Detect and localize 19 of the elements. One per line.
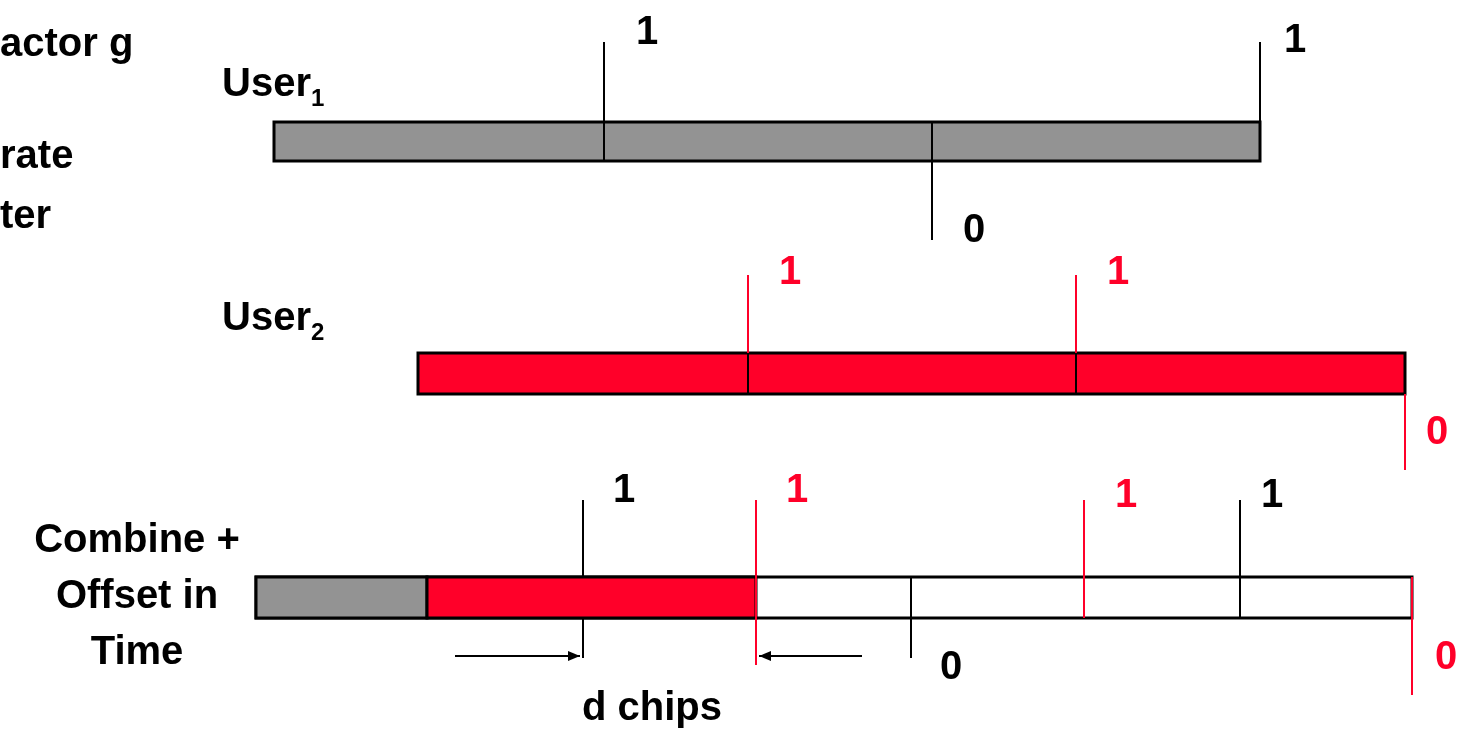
partial-text: ter xyxy=(0,191,52,238)
bit-value: 1 xyxy=(1261,470,1284,517)
bit-value: 0 xyxy=(1435,632,1458,679)
bit-value: 0 xyxy=(940,642,963,689)
bit-value: 1 xyxy=(786,465,809,512)
row-label: Combine + Offset in Time xyxy=(33,515,241,674)
partial-text: actor g xyxy=(0,19,134,66)
bit-value: 1 xyxy=(636,7,659,54)
bit-value: 0 xyxy=(1426,407,1449,454)
bit-value: 1 xyxy=(1284,15,1307,62)
bit-value: 1 xyxy=(1115,470,1138,517)
row-label: User$_{1}$ xyxy=(222,59,325,106)
dimension-label: d chips xyxy=(582,683,723,730)
bit-value: 1 xyxy=(613,465,636,512)
row-label: User$_{2}$ xyxy=(222,293,325,340)
bit-value: 1 xyxy=(1107,247,1130,294)
partial-text: rate xyxy=(0,131,74,178)
bit-value: 1 xyxy=(779,247,802,294)
bit-value: 0 xyxy=(963,205,986,252)
